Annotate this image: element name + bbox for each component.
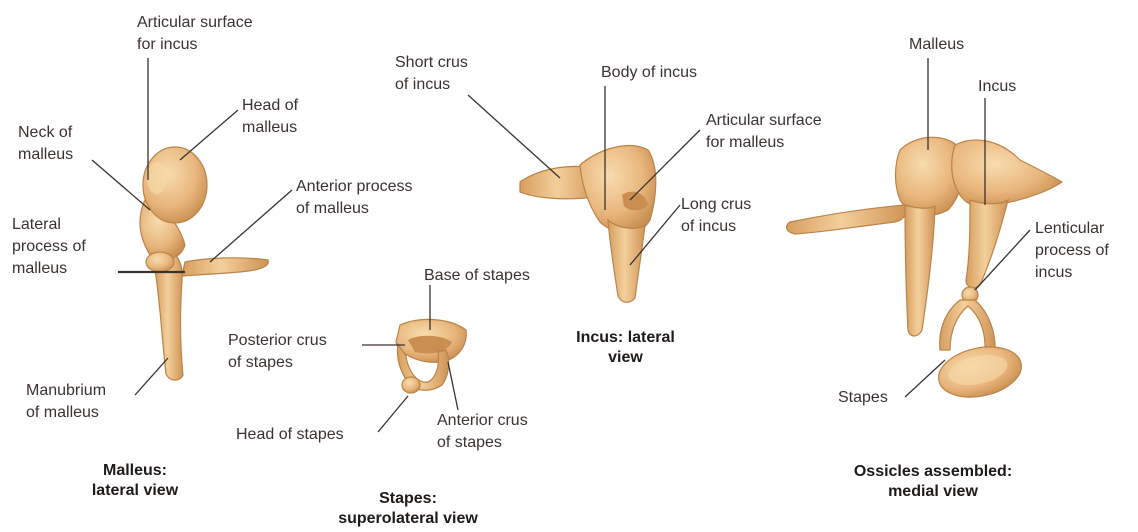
label-line: process of: [12, 236, 86, 258]
label-line: malleus: [18, 144, 73, 166]
label-line: malleus: [12, 258, 86, 280]
caption-line: superolateral view: [318, 509, 498, 529]
label-long-crus-of-incus: Long crus of incus: [681, 194, 751, 238]
label-line: Long crus: [681, 194, 751, 216]
label-line: for malleus: [706, 132, 822, 154]
long-crus-shape: [608, 220, 645, 302]
leader-neck-of-malleus: [92, 160, 150, 210]
label-short-crus-of-incus: Short crus of incus: [395, 52, 468, 96]
label-stapes: Stapes: [838, 387, 888, 409]
label-base-of-stapes: Base of stapes: [424, 265, 530, 287]
caption-malleus-lateral-view: Malleus: lateral view: [60, 461, 210, 501]
caption-line: Ossicles assembled:: [833, 462, 1033, 482]
label-articular-surface-for-malleus: Articular surface for malleus: [706, 110, 822, 154]
stapes-head-shape: [402, 377, 420, 393]
label-line: process of: [1035, 240, 1109, 262]
label-line: Articular surface: [706, 110, 822, 132]
label-line: Articular surface: [137, 12, 253, 34]
label-line: Neck of: [18, 122, 73, 144]
label-line: Anterior process: [296, 176, 413, 198]
incus-lateral-drawing: [520, 146, 656, 303]
label-line: incus: [1035, 262, 1109, 284]
assembled-incus-body-shape: [952, 140, 1062, 207]
label-line: of malleus: [296, 198, 413, 220]
leader-head-of-stapes: [378, 396, 408, 432]
label-head-of-malleus: Head of malleus: [242, 95, 298, 139]
caption-line: view: [548, 348, 703, 368]
label-head-of-stapes: Head of stapes: [236, 424, 344, 446]
label-line: of stapes: [437, 432, 528, 454]
label-anterior-process-of-malleus: Anterior process of malleus: [296, 176, 413, 220]
label-neck-of-malleus: Neck of malleus: [18, 122, 73, 166]
caption-ossicles-assembled-medial-view: Ossicles assembled: medial view: [833, 462, 1033, 502]
label-line: Lateral: [12, 214, 86, 236]
label-line: Manubrium: [26, 380, 106, 402]
label-posterior-crus-of-stapes: Posterior crus of stapes: [228, 330, 327, 374]
leader-short-crus: [468, 95, 560, 178]
leader-lines: [92, 58, 1030, 432]
label-line: Short crus: [395, 52, 468, 74]
label-lenticular-process-of-incus: Lenticular process of incus: [1035, 218, 1109, 284]
label-articular-surface-for-incus: Articular surface for incus: [137, 12, 253, 56]
label-line: Anterior crus: [437, 410, 528, 432]
caption-line: Malleus:: [60, 461, 210, 481]
incus-body-shape: [580, 146, 656, 233]
label-line: of malleus: [26, 402, 106, 424]
anterior-process-shape: [182, 258, 268, 276]
label-body-of-incus: Body of incus: [601, 62, 697, 84]
label-line: malleus: [242, 117, 298, 139]
label-line: Lenticular: [1035, 218, 1109, 240]
caption-line: medial view: [833, 482, 1033, 502]
stapes-superolateral-drawing: [396, 319, 466, 393]
caption-line: Incus: lateral: [548, 328, 703, 348]
label-line: for incus: [137, 34, 253, 56]
leader-manubrium: [135, 358, 168, 395]
label-line: Posterior crus: [228, 330, 327, 352]
leader-anterior-process: [210, 190, 292, 262]
assembled-manubrium-shape: [905, 205, 935, 336]
assembled-long-crus-shape: [966, 200, 1008, 288]
caption-line: lateral view: [60, 481, 210, 501]
caption-incus-lateral-view: Incus: lateral view: [548, 328, 703, 368]
label-anterior-crus-of-stapes: Anterior crus of stapes: [437, 410, 528, 454]
label-line: of incus: [681, 216, 751, 238]
label-lateral-process-of-malleus: Lateral process of malleus: [12, 214, 86, 280]
label-line: of stapes: [228, 352, 327, 374]
ossicles-assembled-drawing: [787, 137, 1062, 404]
label-incus: Incus: [978, 76, 1016, 98]
caption-line: Stapes:: [318, 489, 498, 509]
label-line: of incus: [395, 74, 468, 96]
leader-head-of-malleus: [180, 110, 238, 160]
label-line: Head of: [242, 95, 298, 117]
leader-anterior-crus: [448, 362, 458, 410]
assembled-anterior-process-shape: [787, 205, 907, 234]
assembled-stapes-crura-shape: [940, 300, 995, 352]
caption-stapes-superolateral-view: Stapes: superolateral view: [318, 489, 498, 529]
label-manubrium-of-malleus: Manubrium of malleus: [26, 380, 106, 424]
label-malleus: Malleus: [909, 34, 964, 56]
